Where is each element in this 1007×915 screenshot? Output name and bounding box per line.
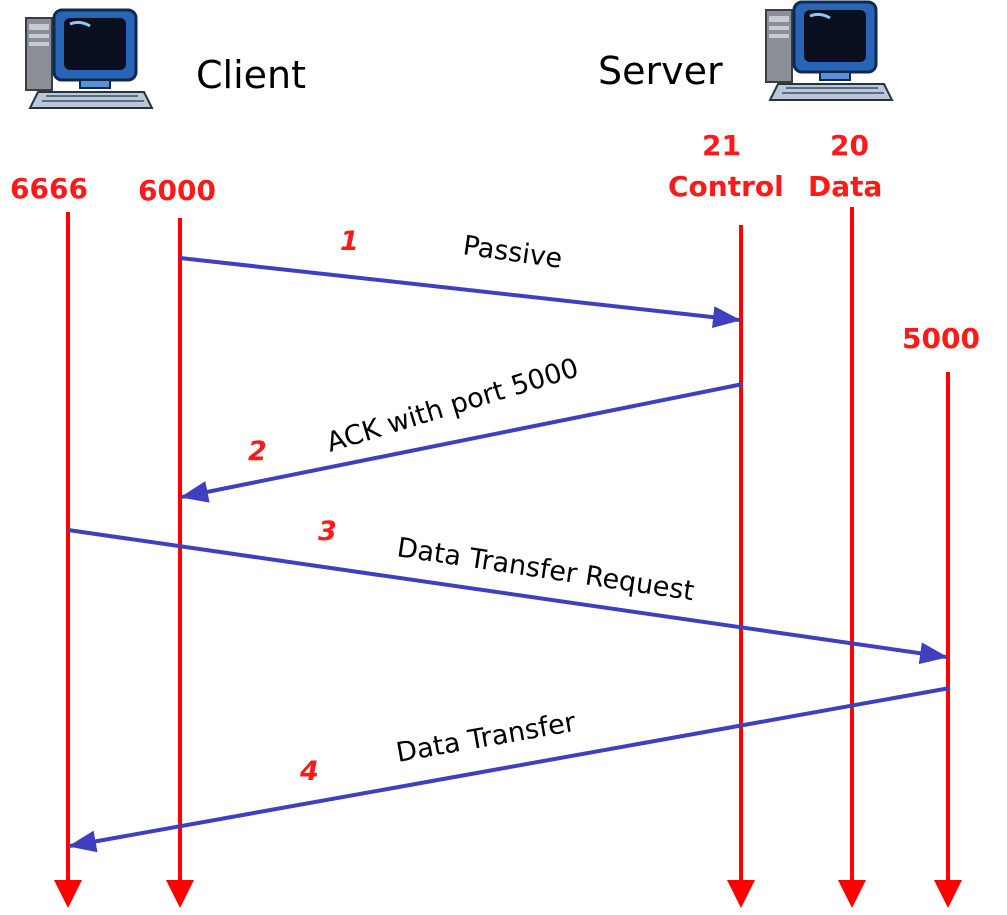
message-2-step: 2: [248, 436, 267, 467]
message-1-arrow: [179, 256, 741, 329]
server-computer-icon: [764, 0, 894, 102]
data-label: Data: [808, 170, 882, 203]
timeline-control-arrowhead: [727, 880, 755, 908]
timeline-6000-arrowhead: [166, 880, 194, 908]
message-3-arrow: [67, 528, 948, 665]
port-21-label: 21: [702, 129, 741, 162]
port-5000-label: 5000: [902, 322, 980, 355]
message-1-label: Passive: [461, 230, 564, 275]
port-6000-label: 6000: [138, 174, 216, 207]
client-label: Client: [196, 53, 306, 97]
message-4-arrow: [68, 686, 951, 853]
port-6666-label: 6666: [10, 172, 88, 205]
message-1-step: 1: [340, 226, 359, 257]
message-3-step: 3: [318, 516, 337, 547]
message-3-label: Data Transfer Request: [395, 532, 696, 607]
control-label: Control: [668, 170, 784, 203]
timeline-6666-arrowhead: [54, 880, 82, 908]
timeline-data-arrowhead: [838, 880, 866, 908]
message-2-arrow: [180, 382, 744, 503]
message-4-step: 4: [299, 756, 319, 787]
timeline-5000-arrowhead: [934, 880, 962, 908]
port-20-label: 20: [830, 129, 869, 162]
client-computer-icon: [24, 8, 154, 110]
server-label: Server: [598, 49, 723, 93]
